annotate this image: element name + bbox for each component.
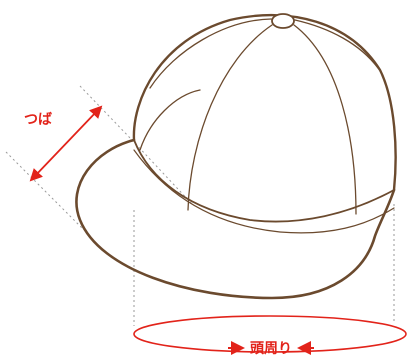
brim-measure-arrow — [29, 105, 103, 182]
brim-stitch — [133, 149, 395, 234]
panel-seam-2 — [293, 24, 357, 215]
brim-label: つば — [24, 112, 52, 128]
cap-crown — [132, 13, 397, 192]
guide-lines — [5, 85, 395, 326]
front-panel — [139, 89, 201, 151]
brim-guide-cap-edge — [131, 139, 193, 205]
brim-guide-lower — [5, 151, 83, 229]
head-circumference-label: 頭周り — [250, 341, 292, 357]
cap-button — [271, 13, 295, 29]
panel-seam-4 — [294, 19, 379, 69]
panel-seam-1 — [187, 24, 273, 211]
head-circumference-ring — [133, 315, 407, 353]
panel-seam-3 — [149, 18, 272, 89]
cap-band — [133, 139, 395, 223]
cap-brim — [75, 138, 396, 300]
brim-guide-upper — [79, 85, 133, 141]
cap-outline — [75, 13, 397, 300]
